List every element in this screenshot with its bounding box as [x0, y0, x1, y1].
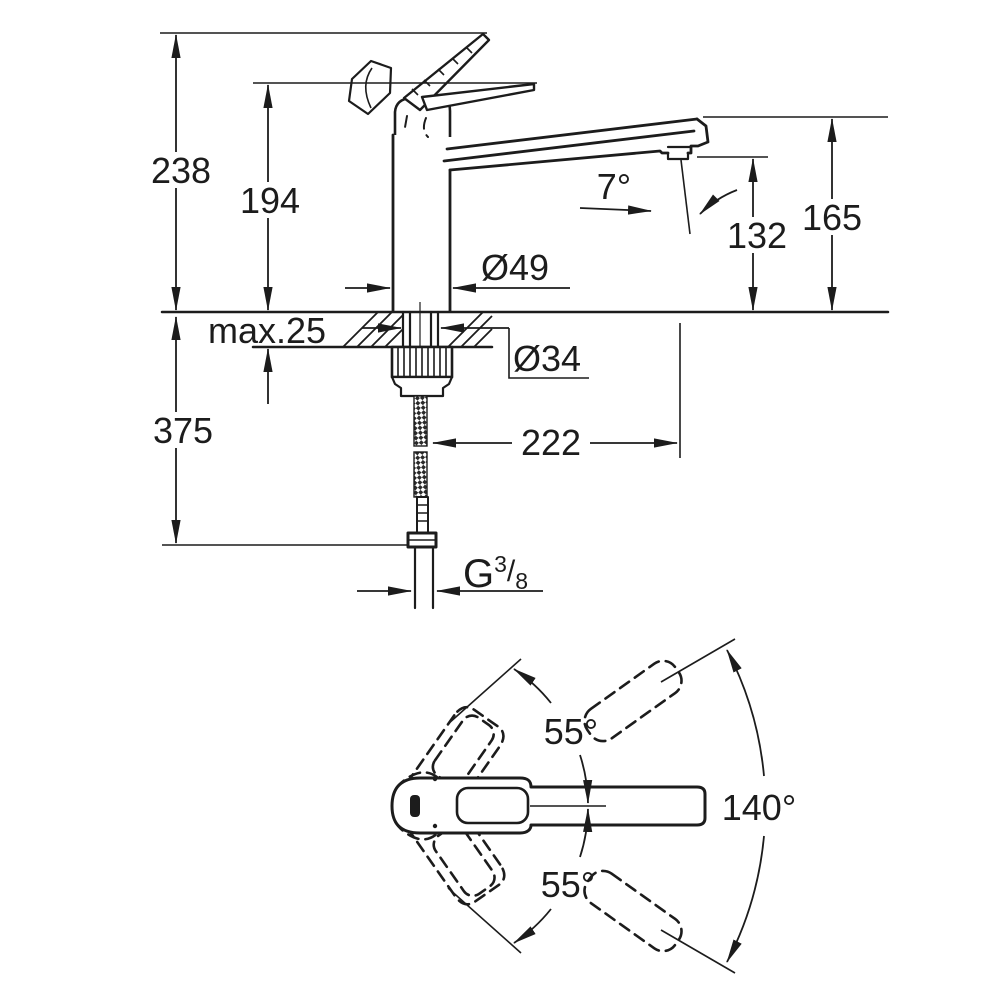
- spout-tip: [686, 117, 710, 155]
- spout-underside: [448, 149, 670, 172]
- dimension-annotations: 238 194 165 132 7° Ø49 max.: [151, 32, 888, 596]
- dim-dia34: Ø34: [362, 323, 589, 379]
- dim-55-lower: 55°: [447, 808, 595, 954]
- hatch-right: [447, 311, 493, 348]
- lever-boss-detail: [364, 67, 373, 109]
- dashed-spout-end-upper: [583, 659, 683, 743]
- dim-7deg: 7°: [579, 166, 738, 215]
- dim-g38: G3/8: [357, 551, 543, 596]
- fitting-detail: [417, 504, 428, 522]
- faucet-side-view: [347, 32, 710, 412]
- counter-section: [160, 310, 890, 398]
- handle-top-view: 55° 55° 140°: [381, 638, 796, 974]
- dim-140: 140°: [660, 638, 796, 974]
- dim-165-label: 165: [802, 197, 862, 238]
- dim-238-label: 238: [151, 150, 211, 191]
- dim-194: 194: [240, 84, 300, 311]
- dashed-spout-end-lower: [583, 869, 683, 953]
- handle-lever-raised: [402, 32, 491, 112]
- dim-132: 132: [727, 158, 787, 311]
- spout-outlet-nozzle: [666, 145, 692, 161]
- dim-7deg-label: 7°: [597, 166, 631, 207]
- hose-end-fitting: [416, 496, 429, 534]
- handle-loop-slot: [455, 786, 530, 825]
- dim-55-lower-label: 55°: [541, 864, 595, 905]
- dim-dia49: Ø49: [345, 247, 570, 293]
- handle-dot-top: [432, 776, 438, 782]
- nut-skirt: [390, 375, 454, 398]
- hose-braid-lower: [413, 451, 428, 498]
- mounting-shank: [401, 310, 440, 349]
- dim-max25-label: max.25: [208, 310, 326, 351]
- dim-140-label: 140°: [722, 787, 796, 828]
- lever-texture: [411, 46, 473, 96]
- spout-top-edge: [445, 117, 699, 151]
- dim-g38-label: G3/8: [463, 551, 528, 596]
- cap-hidden-lines: [403, 115, 429, 138]
- handle-dot-bottom: [432, 823, 438, 829]
- hose-braid-upper: [413, 395, 428, 447]
- nut-splines: [397, 348, 447, 376]
- dim-55-upper: 55°: [447, 658, 598, 804]
- dim-132-label: 132: [727, 215, 787, 256]
- handle-cap-mark: [410, 795, 420, 817]
- spout-chamfer-edge: [442, 129, 696, 163]
- supply-hose: [406, 395, 438, 610]
- dim-375: 375: [153, 316, 213, 544]
- water-stream-line: [680, 159, 691, 235]
- dim-222-label: 222: [521, 422, 581, 463]
- connection-tube: [413, 545, 435, 610]
- dim-194-label: 194: [240, 180, 300, 221]
- hatch-left: [342, 311, 404, 348]
- dim-55-upper-label: 55°: [544, 711, 598, 752]
- dim-165: 165: [802, 118, 862, 311]
- dim-dia34-label: Ø34: [513, 338, 581, 379]
- handle-lever-closed: [420, 82, 536, 112]
- dim-238: 238: [151, 34, 211, 311]
- dim-375-label: 375: [153, 410, 213, 451]
- dim-max25: max.25: [208, 310, 326, 404]
- lever-boss: [347, 59, 393, 116]
- dim-dia49-label: Ø49: [481, 247, 549, 288]
- dim-222: 222: [432, 422, 678, 463]
